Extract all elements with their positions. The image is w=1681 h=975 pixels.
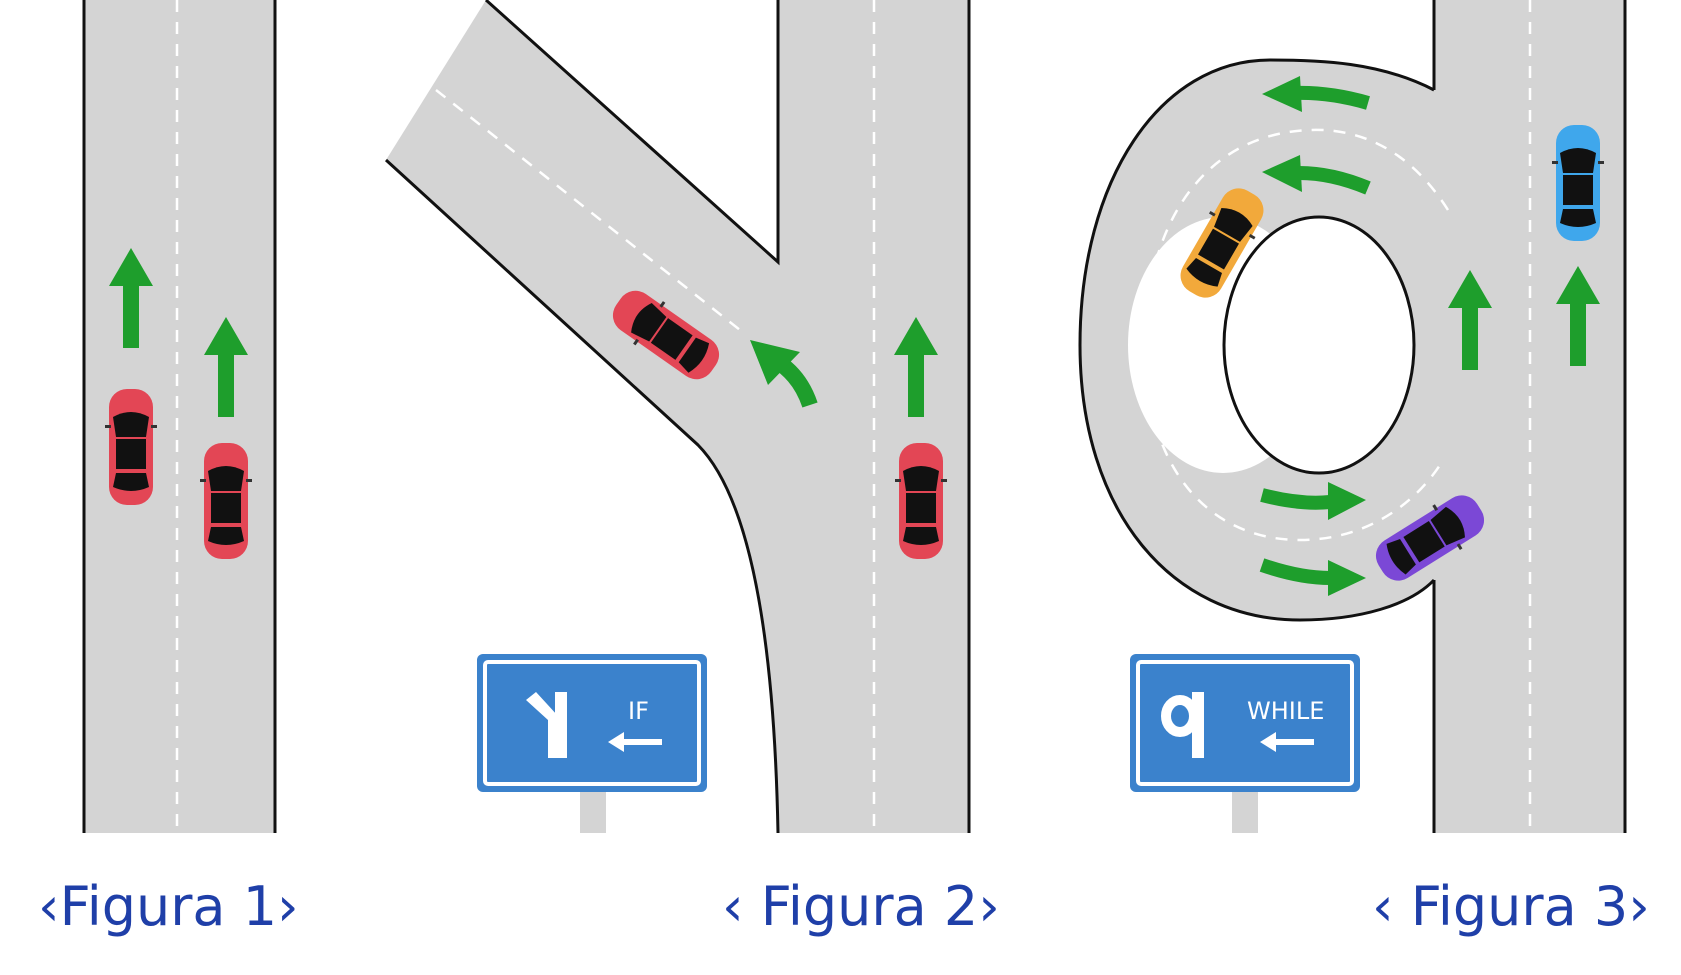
sign-label: WHILE: [1247, 697, 1324, 725]
green-arrow-left-icon: [1262, 155, 1371, 195]
road-edge: [384, 158, 780, 834]
loop-lane-divider: [1143, 128, 1450, 542]
loop-road-icon: [1161, 692, 1204, 758]
left-arrow-icon: [608, 732, 662, 752]
figure-3: WHILE ‹ Figura 3›: [1078, 0, 1650, 938]
red-car-icon: [200, 443, 252, 559]
fork-road-icon: [526, 692, 567, 758]
figure-caption: ‹ Figura 3›: [1372, 875, 1650, 938]
road-fork: [386, 0, 969, 833]
green-arrow-right-icon: [1259, 558, 1366, 596]
road-edge: [484, 0, 780, 266]
left-arrow-icon: [1260, 732, 1314, 752]
road-loop: [1080, 60, 1434, 620]
road-edge: [1078, 58, 1436, 622]
while-road-sign: WHILE: [1130, 654, 1360, 792]
sign-post: [580, 790, 606, 833]
green-arrow-left-icon: [1262, 76, 1370, 112]
curved-green-arrow-head: [750, 340, 800, 385]
sign-post: [1232, 790, 1258, 833]
red-car-icon: [105, 389, 157, 505]
green-arrow-right-icon: [1260, 482, 1366, 520]
figure-2: IF ‹ Figura 2›: [384, 0, 1000, 938]
loop-island: [1222, 215, 1416, 475]
figure-caption: ‹ Figura 2›: [722, 875, 1000, 938]
blue-car-icon: [1552, 125, 1604, 241]
if-road-sign: IF: [477, 654, 707, 792]
sign-label: IF: [628, 697, 649, 725]
figure-caption: ‹Figura 1›: [38, 875, 299, 938]
red-car-icon: [895, 443, 947, 559]
figure-1: ‹Figura 1›: [38, 0, 299, 938]
